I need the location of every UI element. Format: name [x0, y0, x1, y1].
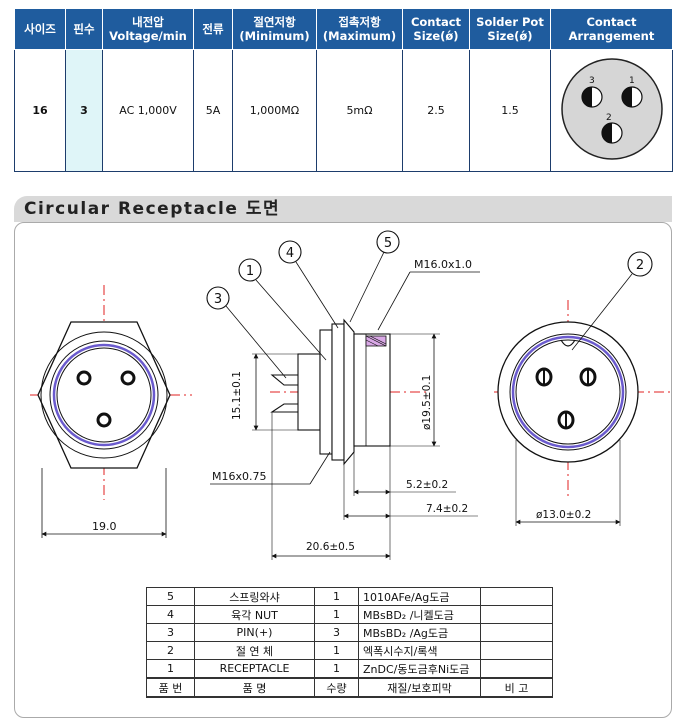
callout-5: 5: [349, 230, 400, 323]
spec-header-size: 사이즈: [14, 8, 66, 50]
bom-cell-remark: [480, 605, 553, 624]
drawing-frame: [14, 222, 672, 718]
callout-3: 3: [206, 286, 287, 379]
bom-cell-qty: 1: [314, 659, 359, 679]
face-pin-3: [535, 367, 553, 387]
spec-solder-pot-value: 1.5: [469, 49, 551, 172]
bom-cell-no: 5: [146, 587, 195, 606]
dim-len-total: 20.6±0.5: [306, 541, 355, 553]
arrangement-pin-1: 1: [620, 76, 643, 108]
face-pin-1: [579, 367, 597, 387]
bom-cell-material: 엑폭시수지/록색: [358, 641, 481, 660]
bom-cell-material: MBsBD₂ /Ag도금: [358, 623, 481, 642]
side-view: ø19.5±0.1 15.1±0.1 M16.0x1.0 M16x0.75 5.…: [206, 230, 480, 560]
bom-cell-qty: 3: [314, 623, 359, 642]
arrangement-label-2: 2: [606, 113, 612, 123]
spec-current-value: 5A: [193, 49, 233, 172]
bom-table: 5 스프링와샤 1 1010AFe/Ag도금 4 육각 NUT 1 MBsBD₂…: [146, 587, 553, 698]
spec-header-current: 전류: [193, 8, 233, 50]
callout-4: 4: [278, 240, 339, 329]
bom-cell-no: 1: [146, 659, 195, 679]
section-title: Circular Receptacle 도면: [24, 199, 281, 219]
bom-cell-material: MBsBD₂ /니켈도금: [358, 605, 481, 624]
bom-row: 1 RECEPTACLE 1 ZnDC/동도금후Ni도금: [146, 659, 553, 679]
bom-cell-name: PIN(+): [194, 623, 315, 642]
dim-len-b: 7.4±0.2: [426, 503, 468, 515]
bom-cell-no: 2: [146, 641, 195, 660]
spec-header-contact-resistance: 접촉저항(Maximum): [316, 8, 403, 50]
bom-cell-name: 스프링와샤: [194, 587, 315, 606]
bom-row: 5 스프링와샤 1 1010AFe/Ag도금: [146, 587, 553, 606]
section-header-bar: [14, 196, 672, 222]
bom-cell-remark: [480, 587, 553, 606]
spec-size-value: 16: [14, 49, 66, 172]
bom-row: 4 육각 NUT 1 MBsBD₂ /니켈도금: [146, 605, 553, 624]
bom-cell-remark: [480, 641, 553, 660]
bom-header-material: 재질/보호피막: [358, 677, 481, 698]
dim-hex-width: 19.0: [92, 520, 117, 533]
arrangement-label-1: 1: [629, 76, 635, 86]
arrangement-label-3: 3: [589, 76, 595, 86]
bom-cell-name: 육각 NUT: [194, 605, 315, 624]
contact-arrangement-diagram: 3 1 2: [560, 58, 663, 160]
bom-cell-qty: 1: [314, 641, 359, 660]
dim-body-dia: ø19.5±0.1: [421, 375, 433, 430]
bom-header-remark: 비 고: [480, 677, 553, 698]
callout-1: 1: [238, 258, 327, 361]
bom-cell-material: ZnDC/동도금후Ni도금: [358, 659, 481, 679]
face-view: 2 ø13.0±0.2: [494, 251, 672, 526]
bom-cell-material: 1010AFe/Ag도금: [358, 587, 481, 606]
callout-2-label: 2: [636, 258, 644, 273]
dim-thread-side: M16.0x1.0: [414, 258, 472, 271]
bom-cell-no: 3: [146, 623, 195, 642]
bom-row: 3 PIN(+) 3 MBsBD₂ /Ag도금: [146, 623, 553, 642]
spec-header-insulation: 절연저항(Minimum): [232, 8, 317, 50]
bom-cell-name: 절 연 체: [194, 641, 315, 660]
callout-2: 2: [571, 251, 653, 351]
bom-header-no: 품 번: [146, 677, 195, 698]
dim-face-dia: ø13.0±0.2: [536, 509, 591, 521]
bom-cell-qty: 1: [314, 605, 359, 624]
callout-5-label: 5: [384, 236, 392, 251]
contact-arrangement-cell: 3 1 2: [550, 49, 673, 172]
bom-header-row: 품 번 품 명 수량 재질/보호피막 비 고: [146, 677, 553, 698]
bom-cell-remark: [480, 659, 553, 679]
spec-pins-value: 3: [65, 49, 103, 172]
spec-voltage-value: AC 1,000V: [102, 49, 194, 172]
spec-insulation-value: 1,000MΩ: [232, 49, 317, 172]
arrangement-pin-3: 3: [580, 76, 603, 108]
spec-data-row: 16 3 AC 1,000V 5A 1,000MΩ 5mΩ 2.5 1.5 3 …: [14, 49, 673, 172]
bom-cell-no: 4: [146, 605, 195, 624]
bom-cell-name: RECEPTACLE: [194, 659, 315, 679]
bom-header-qty: 수량: [314, 677, 359, 698]
callout-3-label: 3: [214, 292, 222, 307]
dim-thread-body: M16x0.75: [212, 470, 267, 483]
arrangement-pin-2: 2: [600, 113, 623, 144]
face-pin-2: [557, 410, 575, 430]
bom-cell-qty: 1: [314, 587, 359, 606]
bom-header-name: 품 명: [194, 677, 315, 698]
dim-flat-width: 15.1±0.1: [231, 371, 243, 420]
dim-len-a: 5.2±0.2: [406, 479, 448, 491]
bom-cell-remark: [480, 623, 553, 642]
callout-1-label: 1: [246, 264, 254, 279]
front-view-hex: 19.0: [30, 285, 192, 538]
bom-row: 2 절 연 체 1 엑폭시수지/록색: [146, 641, 553, 660]
callout-4-label: 4: [286, 246, 294, 261]
